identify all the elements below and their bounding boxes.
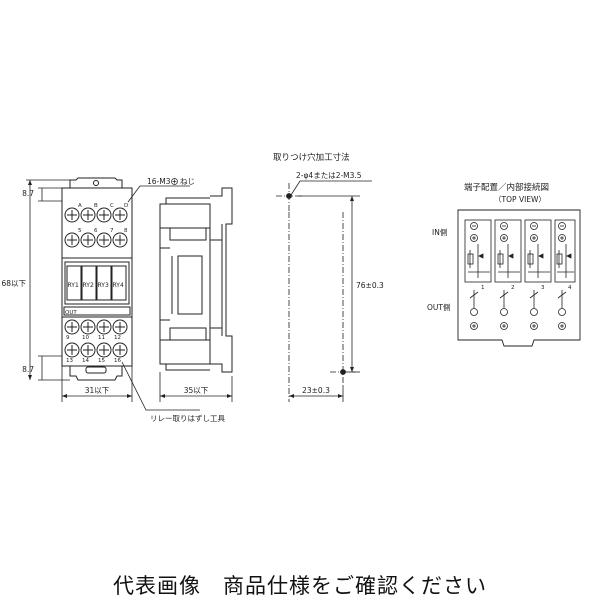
front-body	[61, 187, 133, 367]
side-view	[159, 187, 233, 373]
terminal-screw	[80, 319, 96, 335]
terminal-screw	[80, 342, 96, 358]
relay-ry2	[81, 265, 97, 301]
terminal-screw	[64, 319, 80, 335]
terminal-number: 11	[98, 335, 105, 341]
mounting-drawing	[276, 180, 372, 402]
terminal-number: 8	[124, 228, 128, 234]
terminal-screw	[112, 342, 128, 358]
dim-bottom: 8.7	[22, 365, 34, 374]
terminal-diagram-frame	[457, 209, 581, 347]
relay-label: RY3	[98, 282, 109, 289]
front-terminals-bottom	[64, 319, 128, 358]
dim-horizontal: 23±0.3	[302, 386, 330, 395]
relay-label: RY1	[68, 282, 79, 289]
screw-suffix: ねじ	[180, 177, 195, 186]
channel-2	[494, 219, 522, 330]
terminal-number: C	[110, 203, 114, 209]
terminal-number: 10	[82, 335, 89, 341]
terminal-screw	[112, 319, 128, 335]
front-bottom-tab	[69, 366, 123, 381]
terminal-numbers: A B C D 5 6 7 8 9 10 11 12 13 14 15 16	[66, 203, 128, 364]
terminal-number: 6	[94, 228, 98, 234]
relay-ry4	[111, 265, 127, 301]
relay-ry3	[96, 265, 112, 301]
terminal-screw	[80, 232, 96, 248]
dim-height: 68以下	[1, 279, 26, 288]
channel-number: 4	[568, 285, 572, 291]
out-label: OUT	[65, 310, 77, 316]
terminal-number: 15	[98, 358, 105, 364]
dim-width: 31以下	[85, 386, 110, 395]
terminal-screw	[80, 207, 96, 223]
channel-number: 1	[481, 285, 485, 291]
terminal-screw	[112, 207, 128, 223]
tool-label: リレー取りはずし工具	[150, 413, 225, 423]
front-terminals-top	[64, 207, 128, 248]
terminal-number: 9	[66, 335, 70, 341]
terminal-number: 14	[82, 358, 89, 364]
screw-label: 16-M3	[147, 177, 171, 186]
channel-1	[464, 219, 492, 330]
front-top-tab-hole	[93, 180, 99, 186]
channel-3	[524, 219, 552, 330]
front-view	[61, 177, 133, 381]
terminal-screw	[112, 232, 128, 248]
relay-block	[64, 261, 130, 305]
channel-number: 2	[511, 285, 515, 291]
front-top-tab	[69, 177, 123, 188]
dim-top: 8.7	[22, 189, 34, 198]
channel-number: 3	[541, 285, 545, 291]
terminal-screw	[64, 232, 80, 248]
terminal-screw	[96, 342, 112, 358]
relay-label: RY4	[113, 282, 124, 289]
channel-4	[554, 219, 576, 330]
dim-vertical: 76±0.3	[356, 281, 384, 290]
terminal-screw	[96, 232, 112, 248]
terminal-screw	[96, 319, 112, 335]
terminal-screw	[96, 207, 112, 223]
terminal-number: 13	[66, 358, 73, 364]
front-bottom-slot	[85, 366, 107, 374]
terminal-title: 端子配置／内部接続図	[464, 182, 549, 193]
terminal-number: A	[78, 203, 82, 209]
out-side-label: OUT側	[427, 302, 450, 312]
phillips-mark-icon	[171, 178, 178, 185]
relay-label: RY2	[83, 282, 94, 289]
out-bar	[63, 306, 131, 316]
terminal-number: D	[124, 203, 128, 209]
terminal-screw	[64, 207, 80, 223]
terminal-number: 7	[110, 228, 114, 234]
caption: 代表画像 商品仕様をご確認ください	[113, 574, 487, 598]
terminal-number: 5	[78, 228, 82, 234]
side-dimensions	[159, 372, 233, 402]
dim-depth: 35以下	[184, 386, 209, 395]
mounting-title: 取りつけ穴加工寸法	[273, 152, 350, 163]
relay-ry1	[66, 265, 82, 301]
terminal-subtitle: （TOP VIEW）	[494, 195, 546, 204]
terminal-number: 12	[114, 335, 121, 341]
terminal-number: B	[94, 203, 98, 209]
channel	[464, 219, 576, 330]
terminal-screw	[64, 342, 80, 358]
mounting-hole-label: 2-φ4または2-M3.5	[296, 171, 362, 180]
terminal-number: 16	[114, 358, 121, 364]
in-label: IN側	[432, 227, 447, 237]
